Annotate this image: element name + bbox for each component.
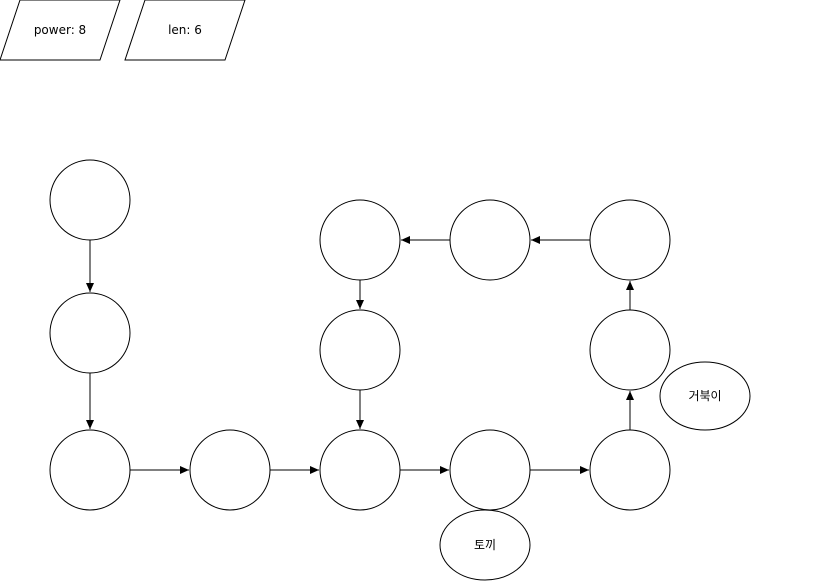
- turtle-marker-label: 거북이: [688, 389, 721, 403]
- node-n5: [319, 429, 401, 511]
- rabbit-marker-label: 토끼: [474, 538, 496, 552]
- info-box-power-label: power: 8: [34, 23, 86, 37]
- info-box-power: power: 8: [0, 0, 121, 61]
- node-n12: [319, 309, 401, 391]
- node-n10: [449, 199, 531, 281]
- node-n2: [49, 292, 131, 374]
- turtle-marker: 거북이: [659, 361, 751, 431]
- node-circle: [189, 429, 271, 511]
- edges-layer: [86, 236, 634, 474]
- rabbit-marker: 토끼: [439, 509, 531, 581]
- node-n1: [49, 159, 131, 241]
- node-n9: [589, 199, 671, 281]
- node-circle: [589, 429, 671, 511]
- node-circle: [319, 429, 401, 511]
- node-n3: [49, 429, 131, 511]
- node-circle: [449, 429, 531, 511]
- node-circle: [589, 199, 671, 281]
- node-n6: [449, 429, 531, 511]
- node-n8: [589, 309, 671, 391]
- node-n11: [319, 199, 401, 281]
- node-circle: [319, 199, 401, 281]
- info-box-len: len: 6: [124, 0, 246, 61]
- info-box-len-label: len: 6: [168, 23, 202, 37]
- node-circle: [449, 199, 531, 281]
- nodes-layer: [49, 159, 671, 511]
- node-n7: [589, 429, 671, 511]
- node-circle: [49, 159, 131, 241]
- node-n4: [189, 429, 271, 511]
- node-circle: [49, 292, 131, 374]
- node-circle: [49, 429, 131, 511]
- node-circle: [319, 309, 401, 391]
- node-circle: [589, 309, 671, 391]
